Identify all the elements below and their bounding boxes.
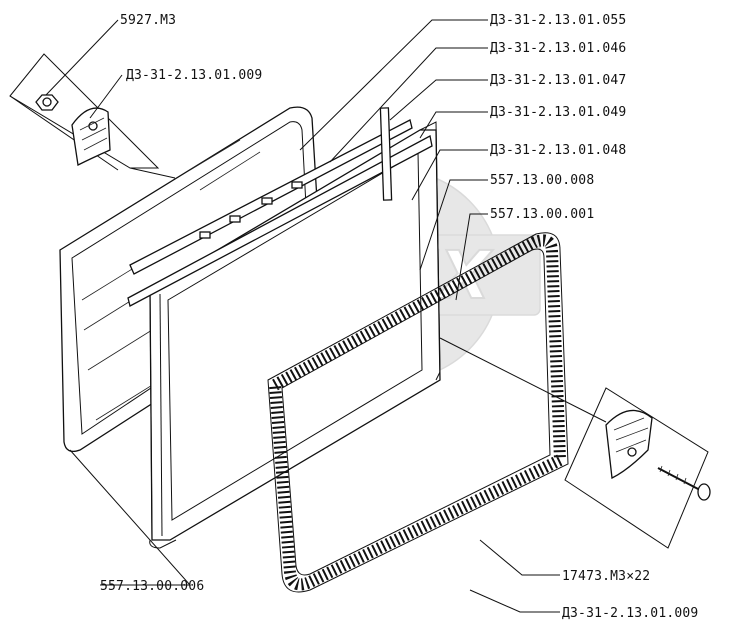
label-nut: 5927.М3 — [120, 13, 176, 28]
rubber-seal — [267, 232, 569, 593]
leader-lines — [45, 19, 560, 613]
guide-strips — [127, 107, 433, 307]
label-p047: Д3-31-2.13.01.047 — [490, 73, 626, 88]
label-p006: 557.13.00.006 — [100, 579, 204, 594]
screw-part — [657, 465, 711, 501]
strip-teeth — [199, 181, 303, 239]
label-p048: Д3-31-2.13.01.048 — [490, 143, 626, 158]
label-clip-top: Д3-31-2.13.01.009 — [126, 68, 262, 83]
clip-part-top — [71, 107, 111, 166]
callout-bottom-right — [439, 337, 711, 549]
outer-frame — [149, 121, 441, 549]
callout-top-left — [9, 53, 176, 179]
label-p049: Д3-31-2.13.01.049 — [490, 105, 626, 120]
label-clip-bottom: Д3-31-2.13.01.009 — [562, 606, 698, 621]
label-p001: 557.13.00.001 — [490, 207, 594, 222]
nut-part — [35, 94, 59, 111]
label-p046: Д3-31-2.13.01.046 — [490, 41, 626, 56]
part-labels: 5927.М3 Д3-31-2.13.01.009 Д3-31-2.13.01.… — [100, 13, 698, 621]
clip-part-bottom — [605, 409, 653, 479]
label-screw: 17473.М3×22 — [562, 569, 650, 584]
label-p008: 557.13.00.008 — [490, 173, 594, 188]
label-p055: Д3-31-2.13.01.055 — [490, 13, 626, 28]
